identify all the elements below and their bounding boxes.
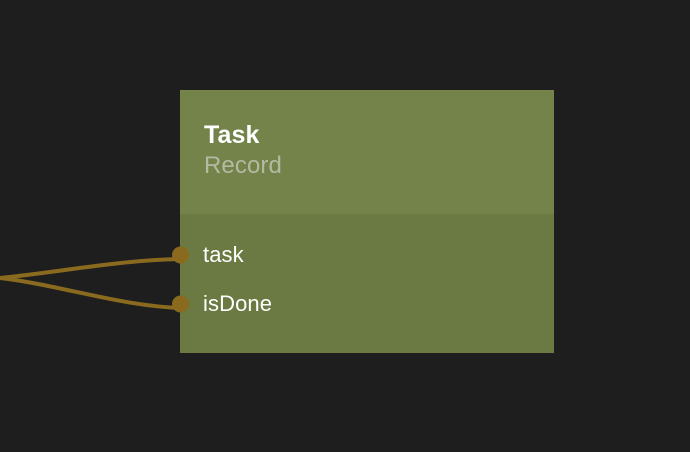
- node-title: Task: [204, 121, 260, 149]
- node-subtitle: Record: [204, 152, 282, 179]
- node-card-task[interactable]: Task Record task isDone: [172, 90, 554, 353]
- port-isdone-icon[interactable]: [172, 295, 189, 312]
- node-body: task isDone: [172, 214, 554, 353]
- edge-to-task[interactable]: [0, 257, 183, 280]
- field-row-isdone[interactable]: isDone: [172, 279, 554, 328]
- edge-to-isdone[interactable]: [0, 276, 183, 310]
- field-label-isdone: isDone: [203, 290, 273, 316]
- field-label-task: task: [203, 241, 244, 267]
- field-row-task[interactable]: task: [172, 230, 554, 279]
- port-task-icon[interactable]: [172, 246, 189, 263]
- node-header[interactable]: Task Record: [180, 90, 554, 214]
